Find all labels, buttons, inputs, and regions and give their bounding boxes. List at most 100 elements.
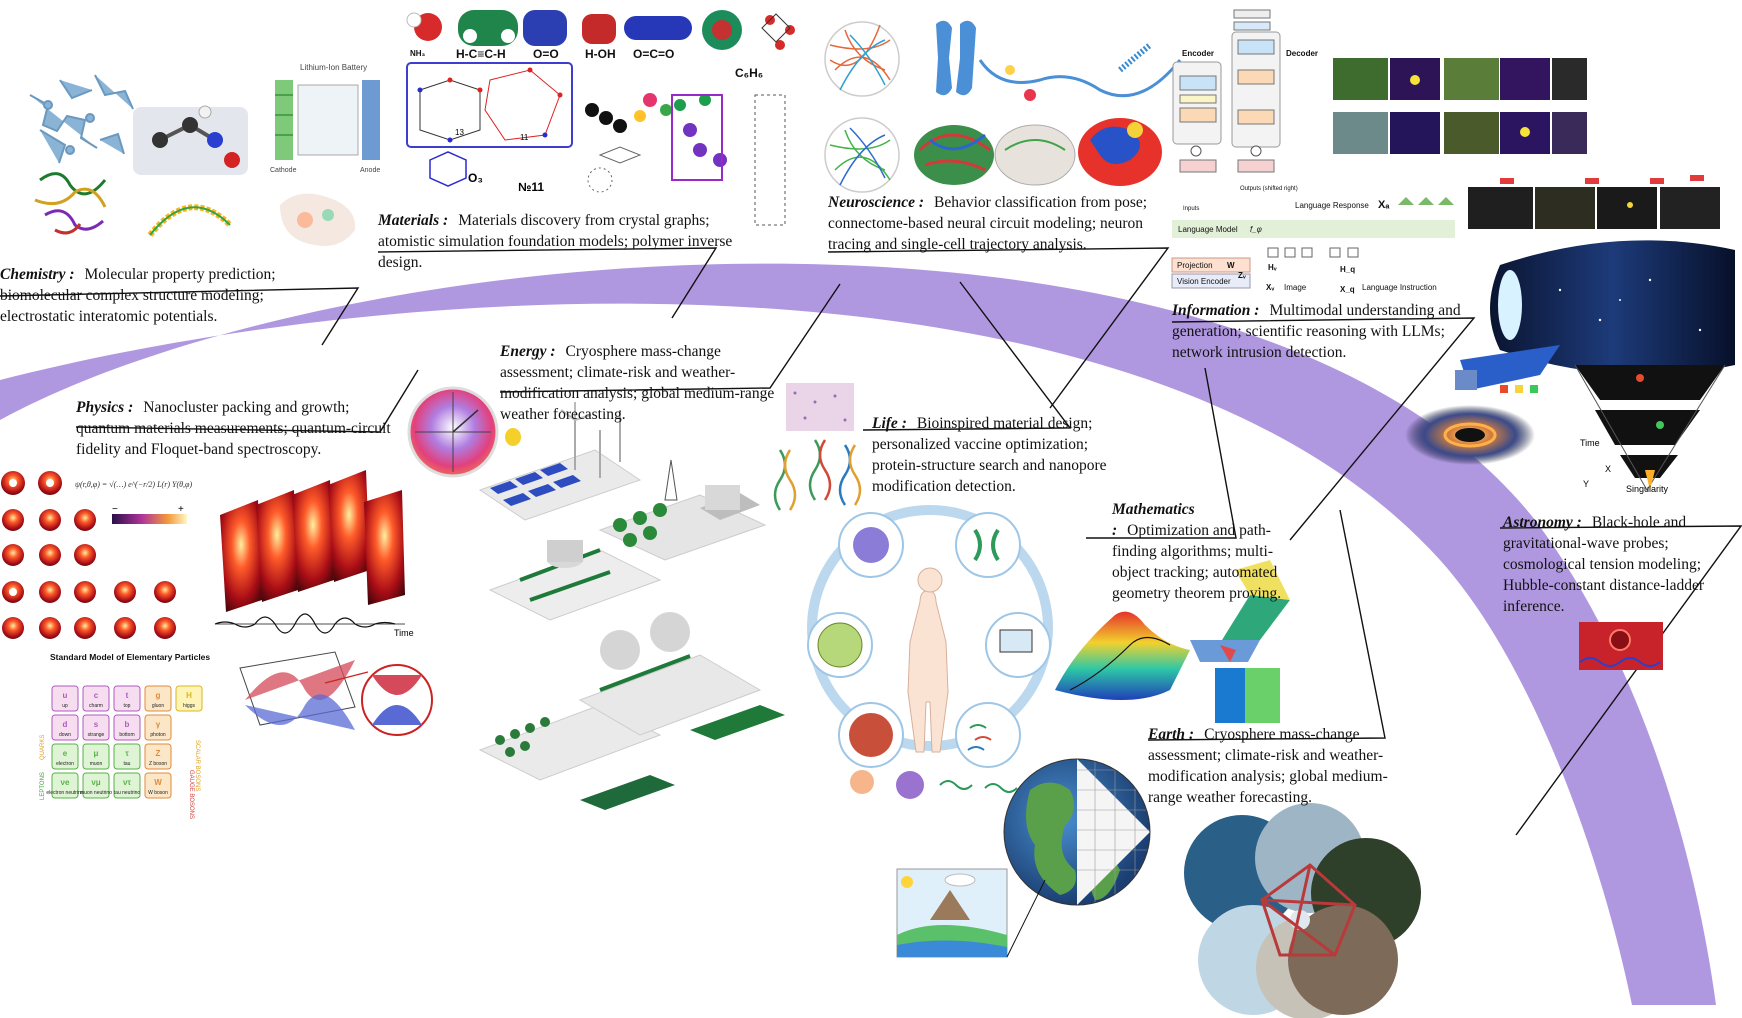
- particle-symbol: d: [63, 720, 68, 729]
- particle-cell: [82, 685, 110, 712]
- label-neuroscience: Neuroscience :Behavior classification fr…: [828, 192, 1173, 255]
- svg-text:Language Instruction: Language Instruction: [1362, 283, 1437, 292]
- label-earth-desc: Cryosphere mass-change assessment; clima…: [1148, 726, 1388, 806]
- particle-cell: [144, 685, 172, 712]
- histology-and-dna-image: [773, 383, 862, 511]
- particle-name: bottom: [119, 732, 134, 738]
- svg-text:−: −: [112, 504, 118, 515]
- particle-name: gluon: [152, 703, 164, 709]
- svg-text:Xᵥ: Xᵥ: [1266, 283, 1274, 292]
- label-neuroscience-name: Neuroscience :: [828, 194, 924, 211]
- particle-symbol: e: [63, 749, 68, 758]
- label-information-desc: Multimodal understanding and generation;…: [1172, 302, 1461, 361]
- quantum-orbital-grid-image: − + ψ(r,θ,φ) = √(…) e^(−r/2) L(r) Y(θ,φ): [1, 471, 192, 639]
- svg-text:Time: Time: [1580, 438, 1600, 448]
- particle-symbol: γ: [156, 720, 161, 729]
- particle-symbol: s: [94, 720, 99, 729]
- svg-text:Language Model: Language Model: [1178, 225, 1238, 234]
- svg-text:11: 11: [520, 133, 529, 142]
- label-mathematics-desc: Optimization and path-finding algorithms…: [1112, 522, 1282, 602]
- label-energy-name: Energy :: [500, 343, 556, 360]
- svg-text:Time: Time: [394, 628, 414, 638]
- svg-text:Zᵥ: Zᵥ: [1238, 271, 1246, 280]
- optimization-landscape-image: [1055, 611, 1190, 700]
- particle-cell: [113, 685, 141, 712]
- particle-name: muon: [90, 761, 103, 767]
- svg-text:LEPTONS: LEPTONS: [40, 772, 46, 800]
- label-mathematics: Mathematics :Optimization and path-findi…: [1112, 499, 1290, 604]
- particle-cell: [144, 743, 172, 770]
- particle-symbol: t: [126, 691, 129, 700]
- particle-cell: [51, 772, 79, 799]
- svg-text:13: 13: [455, 128, 464, 137]
- label-materials-name: Materials :: [378, 212, 449, 229]
- particle-symbol: νe: [61, 778, 70, 787]
- svg-text:Vision Encoder: Vision Encoder: [1177, 277, 1231, 286]
- polymer-structures-image: [585, 93, 786, 226]
- galaxy-image: [1405, 405, 1535, 465]
- svg-text:ψ(r,θ,φ) = √(…) e^(−r/2) L(r): ψ(r,θ,φ) = √(…) e^(−r/2) L(r) Y(θ,φ): [75, 480, 192, 489]
- particle-cell: [113, 743, 141, 770]
- svg-text:W: W: [1227, 261, 1235, 270]
- water-cycle-image: [896, 868, 1046, 958]
- gravitational-wave-image: [1579, 622, 1663, 670]
- band-structure-image: [239, 651, 433, 736]
- particle-name: W boson: [148, 790, 168, 796]
- label-materials: Materials :Materials discovery from crys…: [378, 210, 768, 273]
- label-physics-name: Physics :: [76, 399, 134, 416]
- chemistry-molecules-image: [29, 74, 248, 237]
- label-astronomy-name: Astronomy :: [1503, 514, 1582, 531]
- particle-name: strange: [88, 732, 105, 738]
- brain-tract-images: [914, 118, 1162, 186]
- svg-text:SCALAR BOSONS: SCALAR BOSONS: [194, 740, 200, 791]
- landscape-collage-image: [1184, 803, 1421, 1018]
- particle-name: Z boson: [149, 761, 167, 767]
- particle-symbol: τ: [125, 749, 129, 758]
- particle-name: electron: [56, 761, 74, 767]
- particle-symbol: u: [63, 691, 68, 700]
- particle-name: electron neutrino: [46, 790, 83, 796]
- particle-cell: [113, 714, 141, 741]
- label-neuroscience-desc: Behavior classification from pose; conne…: [828, 194, 1148, 253]
- label-physics: Physics :Nanocluster packing and growth;…: [76, 397, 406, 460]
- particle-cell: [51, 685, 79, 712]
- particle-symbol: b: [125, 720, 130, 729]
- label-life: Life :Bioinspired material design; perso…: [872, 413, 1134, 497]
- label-life-desc: Bioinspired material design; personalize…: [872, 415, 1107, 495]
- particle-name: higgs: [183, 703, 195, 709]
- label-earth-name: Earth :: [1148, 726, 1195, 743]
- svg-text:Hᵥ: Hᵥ: [1268, 263, 1277, 272]
- llava-architecture-image: Language Response Xₐ Language Model f_φ …: [1171, 197, 1455, 294]
- svg-text:Projection: Projection: [1177, 261, 1213, 270]
- svg-text:+: +: [178, 504, 184, 515]
- pythagorean-proof-image: [1190, 560, 1290, 723]
- svg-text:Y: Y: [1583, 479, 1589, 489]
- particle-name: charm: [89, 703, 103, 709]
- particle-name: top: [124, 703, 131, 709]
- label-astronomy: Astronomy :Black-hole and gravitational-…: [1503, 512, 1719, 617]
- particle-symbol: c: [94, 691, 99, 700]
- video-frames-image: [1468, 175, 1720, 229]
- particle-cell: [51, 714, 79, 741]
- lithium-battery-image: Lithium-Ion Battery Cathode Anode: [270, 63, 380, 246]
- svg-text:Lithium-Ion Battery: Lithium-Ion Battery: [300, 63, 367, 72]
- svg-text:f_φ: f_φ: [1250, 225, 1262, 234]
- svg-text:№11: №11: [518, 180, 544, 194]
- particle-cell: [144, 714, 172, 741]
- svg-text:Outputs (shifted right): Outputs (shifted right): [1240, 186, 1298, 192]
- svg-text:GAUGE BOSONS: GAUGE BOSONS: [188, 770, 194, 819]
- particle-cell: [82, 714, 110, 741]
- label-life-name: Life :: [872, 415, 907, 432]
- chromosome-image: [936, 20, 1182, 101]
- molecule-formula-row: NH₃ H-C≡C-H O=O H-OH O=C=O C₆H₆: [406, 10, 795, 80]
- label-information: Information :Multimodal understanding an…: [1172, 300, 1477, 363]
- svg-text:Cathode: Cathode: [270, 167, 297, 174]
- label-chemistry: Chemistry :Molecular property prediction…: [0, 264, 330, 327]
- immune-cycle-image: [807, 505, 1053, 799]
- particle-cell: [175, 685, 203, 712]
- svg-text:O=O: O=O: [533, 47, 559, 61]
- label-energy-desc: Cryosphere mass-change assessment; clima…: [500, 343, 775, 423]
- floquet-spectra-image: Time: [214, 470, 414, 638]
